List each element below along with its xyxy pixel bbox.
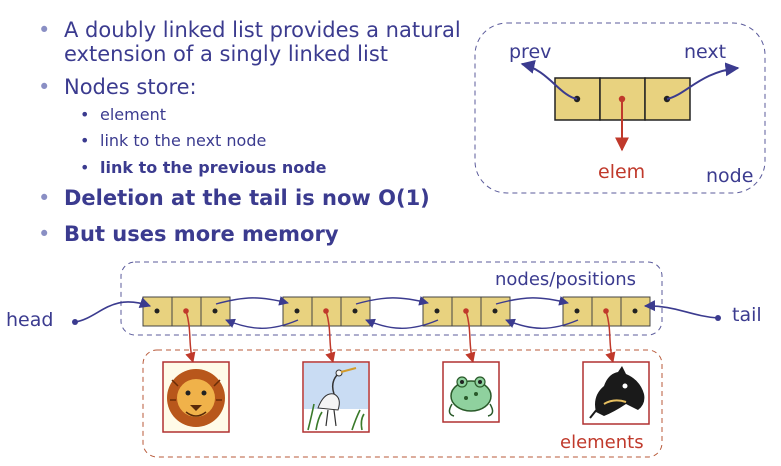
pointer-dots bbox=[154, 308, 638, 314]
heron-image bbox=[302, 361, 370, 433]
next-arrow bbox=[666, 62, 740, 100]
prev-arrow bbox=[520, 60, 578, 100]
bullet-line-2: extension of a singly linked list bbox=[64, 42, 389, 66]
sub-bullet-dot: • bbox=[80, 158, 90, 177]
nodes-frame bbox=[120, 261, 663, 336]
bullet-dot: • bbox=[38, 75, 51, 99]
frog-image bbox=[442, 361, 500, 423]
next-label: next bbox=[684, 41, 726, 63]
elements-frame bbox=[142, 349, 663, 458]
bullet-deletion: Deletion at the tail is now O(1) bbox=[64, 186, 430, 210]
nodes-positions-label: nodes/positions bbox=[495, 269, 636, 290]
sub-bullet-element: element bbox=[100, 105, 166, 124]
horse-image bbox=[582, 361, 650, 425]
bullet-dot: • bbox=[38, 186, 51, 210]
sub-bullet-dot: • bbox=[80, 131, 90, 150]
prev-links bbox=[225, 318, 579, 329]
bullet-memory: But uses more memory bbox=[64, 222, 339, 246]
head-label: head bbox=[6, 309, 53, 331]
head-arrow bbox=[74, 297, 152, 323]
bullet-dot: • bbox=[38, 222, 51, 246]
tail-label: tail bbox=[732, 304, 762, 326]
bullet-nodes-store: Nodes store: bbox=[64, 75, 197, 99]
node-frame bbox=[474, 22, 766, 194]
sub-bullet-next-link: link to the next node bbox=[100, 131, 267, 150]
sub-bullet-prev-link: link to the previous node bbox=[100, 158, 327, 177]
bullet-dot: • bbox=[38, 18, 51, 42]
lion-image bbox=[162, 361, 230, 433]
element-links bbox=[183, 308, 616, 364]
elem-label: elem bbox=[598, 161, 645, 183]
bullet-line-1: A doubly linked list provides a natural bbox=[64, 18, 461, 42]
elements-label: elements bbox=[560, 432, 644, 453]
node-label: node bbox=[706, 165, 753, 187]
prev-label: prev bbox=[509, 41, 551, 63]
tail-arrow bbox=[643, 300, 719, 319]
next-links bbox=[215, 296, 569, 306]
sub-bullet-dot: • bbox=[80, 105, 90, 124]
